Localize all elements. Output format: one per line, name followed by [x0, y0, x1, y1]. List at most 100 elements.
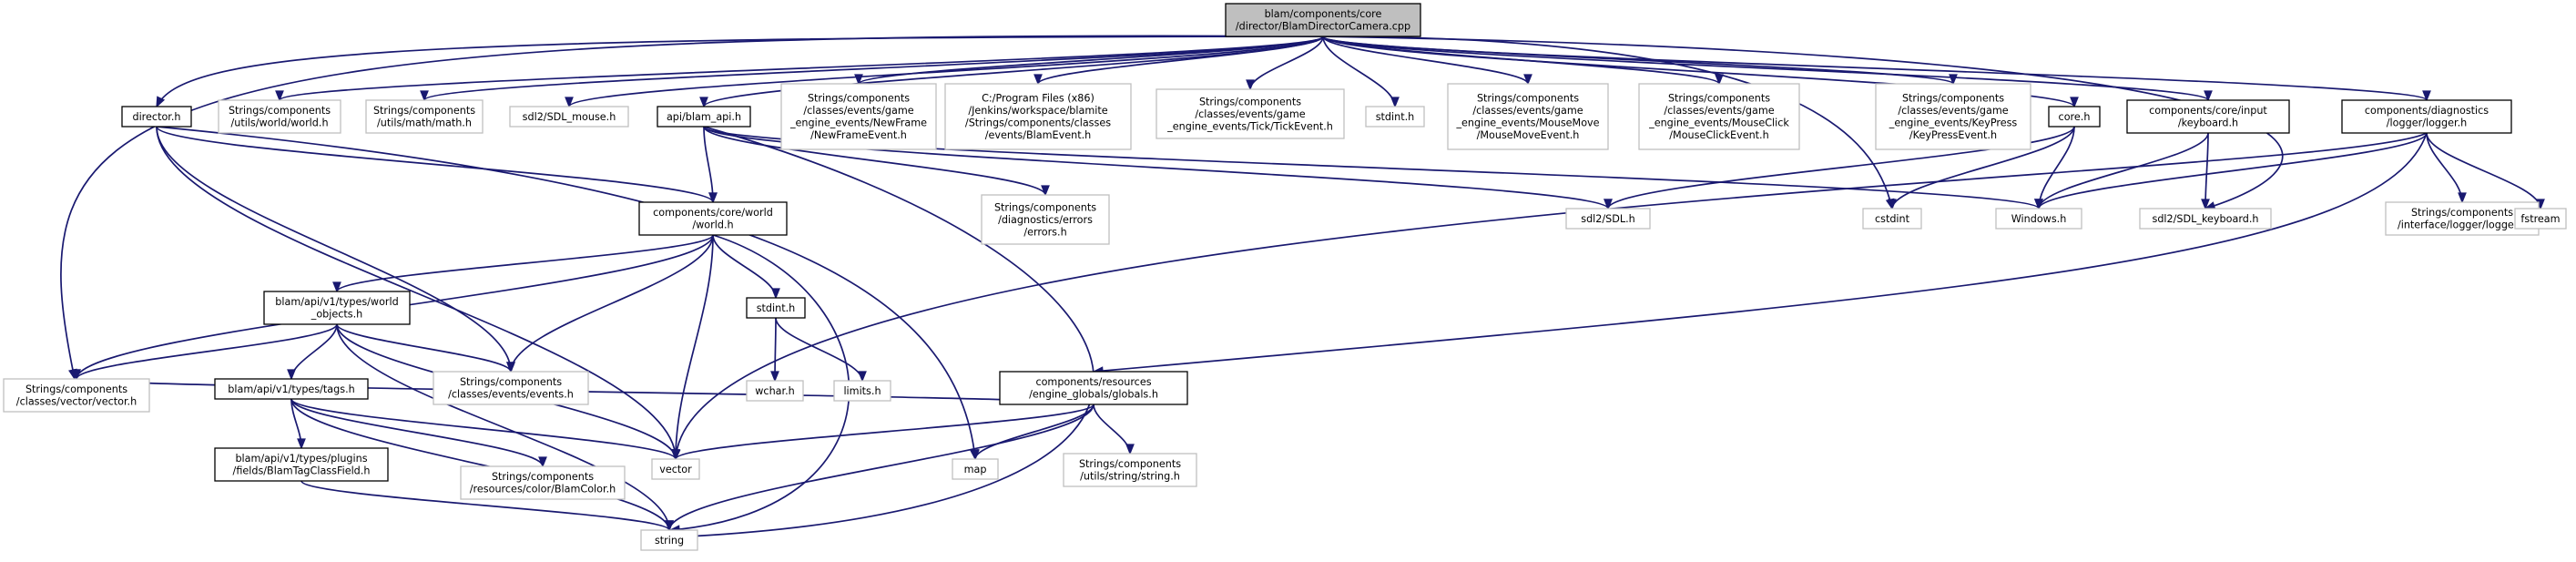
edge-diag_logger_h-to-vector: [671, 132, 2428, 461]
node-label-line: vector: [659, 464, 692, 475]
edge-arrowhead: [72, 369, 81, 381]
node-tags-h[interactable]: blam/api/v1/types/tags.h: [214, 378, 369, 400]
edge-line: [668, 126, 1095, 538]
node-director-h[interactable]: director.h: [121, 106, 192, 128]
node-windows-h: Windows.h: [1995, 208, 2082, 230]
edge-arrowhead: [770, 371, 779, 383]
node-stdint-h[interactable]: stdint.h: [746, 297, 806, 319]
node-label-line: _engine_events/MouseMove: [1455, 118, 1599, 129]
node-box: [2139, 208, 2272, 230]
node-label-line: map: [964, 464, 987, 475]
node-label-line: /interface/logger/logger.h: [2398, 220, 2527, 231]
node-box: [1862, 208, 1922, 230]
edge-root-to-blamevent_h: [1033, 36, 1324, 86]
edge-core_world_h-to-events_h: [506, 234, 714, 373]
node-label-line: limits.h: [843, 385, 881, 397]
node-label-line: /events/BlamEvent.h: [985, 129, 1091, 141]
node-label-line: /utils/string/string.h: [1080, 471, 1180, 483]
node-label-line: stdint.h: [757, 302, 796, 314]
node-box: [1875, 83, 2031, 150]
node-label-line: /logger/logger.h: [2387, 118, 2467, 129]
node-label-line: /KeyPressEvent.h: [1909, 129, 1997, 141]
node-label-line: /classes/events/events.h: [448, 389, 574, 401]
node-diag-logger-h[interactable]: components/diagnostics/logger/logger.h: [2341, 99, 2512, 134]
edge-line: [1093, 404, 1131, 455]
edge-diag_logger_h-to-fstream: [2426, 132, 2545, 210]
edge-blam_api_h-to-string: [667, 126, 1095, 542]
node-keyboard-h[interactable]: components/core/input/keyboard.h: [2126, 99, 2290, 134]
node-label-line: /engine_globals/globals.h: [1029, 389, 1158, 401]
node-label-line: Strings/components: [2411, 207, 2513, 219]
node-label-line: _engine_events/KeyPress: [1889, 118, 2018, 129]
node-label-line: cstdint: [1875, 213, 1910, 225]
node-label-line: /Jenkins/workspace/blamite: [968, 105, 1107, 117]
node-root[interactable]: blam/components/core/director/BlamDirect…: [1225, 3, 1421, 37]
node-blamevent-h: C:/Program Files (x86)/Jenkins/workspace…: [944, 83, 1132, 150]
node-map: map: [952, 458, 999, 480]
node-label-line: /utils/math/math.h: [377, 118, 472, 129]
node-limits-h: limits.h: [833, 380, 891, 402]
node-globals-h[interactable]: components/resources/engine_globals/glob…: [999, 371, 1188, 405]
node-label-line: /classes/events/game: [1195, 108, 1305, 120]
node-world-objects-h[interactable]: blam/api/v1/types/world_objects.h: [263, 291, 411, 325]
node-box: [657, 106, 751, 128]
edge-arrowhead: [1604, 199, 1613, 210]
edge-diag_logger_h-to-iface_logger_h: [2426, 132, 2467, 204]
node-sdl-mouse-h: sdl2/SDL_mouse.h: [509, 106, 629, 128]
node-label-line: sdl2/SDL_mouse.h: [523, 111, 616, 123]
edge-line: [858, 36, 1324, 85]
node-core-world-h[interactable]: components/core/world/world.h: [638, 201, 788, 236]
edge-line: [675, 132, 2428, 460]
edge-line: [156, 126, 976, 460]
edge-layer: [60, 35, 2545, 542]
edge-arrowhead: [971, 449, 980, 461]
node-vector-h: Strings/components/classes/vector/vector…: [3, 378, 150, 413]
node-iface-logger-h: Strings/components/interface/logger/logg…: [2385, 201, 2540, 236]
edge-arrowhead: [1125, 444, 1135, 455]
node-label-line: /classes/vector/vector.h: [16, 396, 137, 408]
edge-tags_h-to-blamcolor_h: [290, 398, 547, 468]
edge-blam_api_h-to-core_world_h: [703, 126, 718, 204]
edge-line: [2038, 126, 2075, 209]
edge-arrowhead: [297, 438, 306, 450]
edge-arrowhead: [2070, 97, 2079, 108]
node-blam-api-h[interactable]: api/blam_api.h: [657, 106, 751, 128]
edge-line: [336, 323, 670, 531]
node-label-line: Strings/components: [808, 93, 910, 105]
edge-arrowhead: [854, 74, 863, 86]
edge-line: [156, 126, 677, 460]
edge-line: [290, 323, 338, 380]
node-fstream: fstream: [2514, 208, 2567, 230]
node-tagclassfield-h[interactable]: blam/api/v1/types/plugins/fields/BlamTag…: [214, 447, 389, 482]
edge-line: [1322, 36, 2209, 101]
node-label-line: Strings/components: [1199, 96, 1301, 107]
node-box: [214, 378, 369, 400]
edge-arrowhead: [671, 449, 680, 461]
node-box: [981, 194, 1110, 245]
node-label-line: Strings/components: [1668, 93, 1770, 105]
node-sdl-keyboard-h: sdl2/SDL_keyboard.h: [2139, 208, 2272, 230]
node-box: [746, 380, 804, 402]
node-label-line: /world.h: [692, 220, 733, 231]
edge-arrowhead: [2422, 90, 2431, 102]
node-label-line: Strings/components: [460, 376, 562, 388]
edge-core_h-to-sdl_h: [1604, 126, 2075, 210]
edge-line: [336, 323, 512, 373]
node-string: string: [640, 529, 698, 551]
edge-arrowhead: [2034, 199, 2043, 210]
node-box: [460, 465, 626, 500]
node-label-line: Strings/components: [229, 105, 331, 117]
edge-director_h-to-events_h: [156, 126, 515, 373]
node-label-line: _objects.h: [311, 309, 363, 321]
node-label-line: components/core/world: [653, 207, 773, 219]
edge-arrowhead: [2201, 199, 2210, 210]
edge-arrowhead: [665, 520, 674, 532]
node-core-h[interactable]: core.h: [2048, 106, 2101, 128]
edge-line: [1037, 36, 1324, 85]
node-label-line: Strings/components: [1079, 458, 1181, 470]
node-label-line: fstream: [2520, 213, 2560, 225]
edge-line: [1322, 36, 2075, 107]
edge-diag_logger_h-to-globals_h: [1092, 132, 2428, 375]
edge-arrowhead: [275, 90, 284, 102]
node-label-line: Strings/components: [25, 383, 127, 395]
